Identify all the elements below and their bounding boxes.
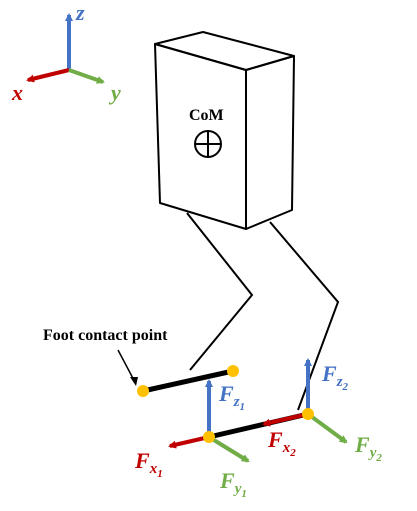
com-label: CoM	[189, 107, 224, 124]
y-axis-arrow	[68, 68, 105, 84]
foot-left	[142, 368, 234, 394]
x-axis-label: x	[11, 80, 23, 105]
body-front-face	[154, 43, 247, 230]
fx2-arrow	[262, 412, 309, 427]
z-axis-label: z	[75, 0, 85, 25]
forces-foot-1	[168, 379, 250, 463]
contact-point-left-front	[227, 365, 239, 377]
fx1-arrow	[168, 435, 210, 449]
coordinate-frame: z x y	[11, 0, 121, 105]
fy2-arrow	[306, 412, 348, 444]
leg-right	[269, 221, 340, 411]
contact-point-left-rear	[137, 385, 149, 397]
contact-points	[137, 365, 314, 443]
robot-body	[154, 31, 295, 230]
foot-contact-label: Foot contact point	[43, 327, 168, 344]
fy2-label: Fy2	[354, 432, 382, 464]
fx2-label: Fx2	[267, 427, 296, 459]
com-marker: CoM	[189, 107, 224, 158]
fz1-label: Fz1	[218, 381, 245, 413]
y-axis-label: y	[108, 80, 121, 105]
leg-left	[186, 212, 254, 371]
robot-legs	[186, 212, 340, 411]
forces-foot-2	[262, 358, 348, 444]
fy1-arrow	[207, 435, 250, 463]
contact-point-foot-2	[302, 408, 314, 420]
x-axis-arrow	[26, 68, 70, 83]
contact-point-foot-1	[203, 431, 215, 443]
body-side-face	[245, 55, 295, 230]
fz2-label: Fz2	[321, 361, 349, 393]
fx1-label: Fx1	[134, 448, 163, 480]
fy1-label: Fy1	[219, 468, 247, 500]
